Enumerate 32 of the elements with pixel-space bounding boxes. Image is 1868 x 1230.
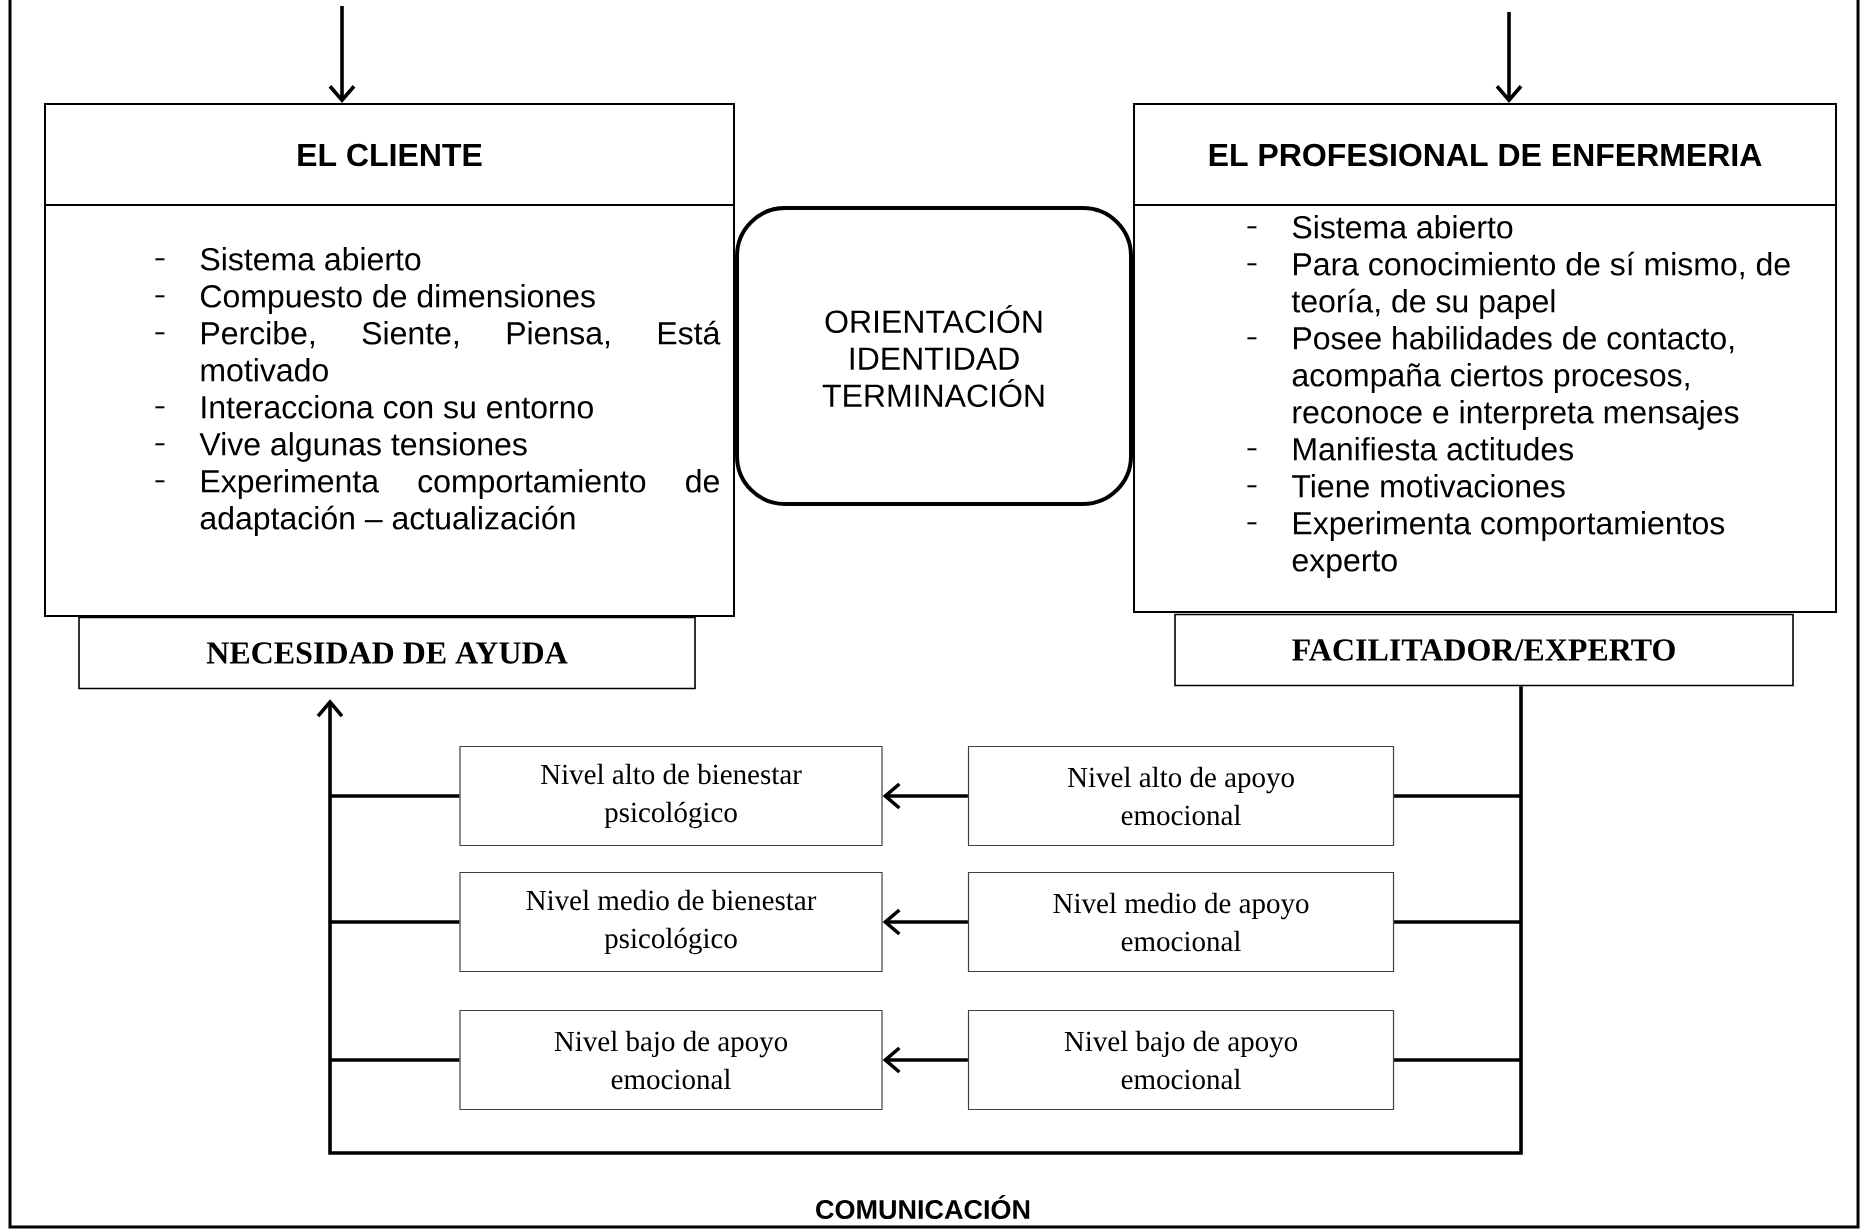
label-box: NECESIDAD DE AYUDA bbox=[78, 616, 696, 690]
arrow bbox=[328, 6, 356, 103]
label-box: FACILITADOR/EXPERTO bbox=[1174, 613, 1794, 687]
text-label: COMUNICACIÓN bbox=[816, 1194, 1030, 1220]
list-item: Compuesto de dimensiones bbox=[154, 284, 595, 314]
list-item: Sistema abierto bbox=[1246, 215, 1513, 239]
arrow bbox=[316, 686, 1523, 1155]
arrow bbox=[882, 908, 968, 936]
arrow bbox=[1495, 12, 1523, 103]
arrow bbox=[882, 782, 968, 810]
list-item: Vive algunas tensiones bbox=[154, 432, 527, 462]
arrow bbox=[882, 1046, 968, 1074]
list-item: Experimenta comportamiento de adaptación – actualización bbox=[154, 469, 719, 536]
rounded-box: ORIENTACIÓN IDENTIDAD TERMINACIÓN bbox=[735, 206, 1133, 506]
level-box: Nivel bajo de apoyo emocional bbox=[459, 1009, 883, 1111]
level-box: Nivel alto de bienestar psicológico bbox=[459, 745, 883, 847]
list-item: Interacciona con su entorno bbox=[154, 395, 593, 419]
level-box: Nivel medio de bienestar psicológico bbox=[459, 871, 883, 973]
text-box bbox=[1133, 103, 1837, 613]
list-item: Percibe, Siente, Piensa, Está motivado bbox=[154, 320, 721, 382]
box-heading: EL CLIENTE bbox=[298, 143, 482, 167]
list-item: Tiene motivaciones bbox=[1246, 474, 1565, 498]
text-box bbox=[44, 103, 735, 617]
list-item: Para conocimiento de sí mismo, de teoría, de su papel bbox=[1246, 251, 1790, 319]
list-item: Sistema abierto bbox=[154, 247, 421, 271]
list-item: Experimenta comportamientos experto bbox=[1246, 511, 1725, 578]
level-box: Nivel alto de apoyo emocional bbox=[967, 745, 1395, 847]
list-item: Posee habilidades de contacto, acompaña ciertos procesos, reconoce e interpreta mensajes bbox=[1246, 326, 1739, 430]
box-heading: EL PROFESIONAL DE ENFERMERIA bbox=[1209, 143, 1762, 167]
level-box: Nivel medio de apoyo emocional bbox=[967, 871, 1395, 973]
list-item: Manifiesta actitudes bbox=[1246, 437, 1573, 461]
level-box: Nivel bajo de apoyo emocional bbox=[967, 1009, 1395, 1111]
